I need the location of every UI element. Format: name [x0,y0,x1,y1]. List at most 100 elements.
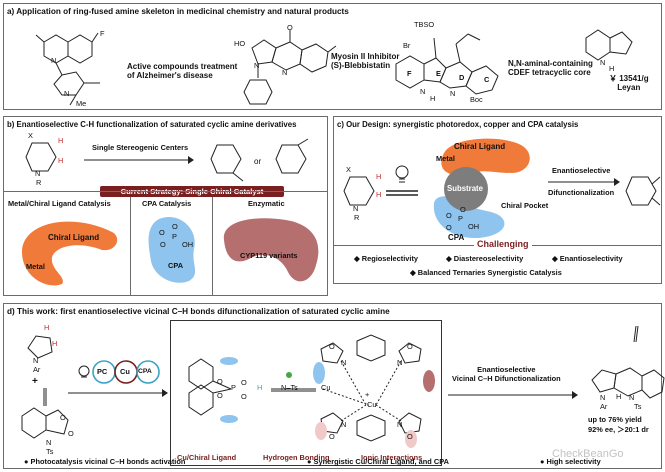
complex-n1: N [341,358,347,367]
catalyst-cpa: CPA [138,368,152,375]
panel-c-substrate-ring [343,176,375,206]
d-r1-h2: H [52,339,58,348]
complex-n2: N [397,358,403,367]
price-label: ￥ 13541/g Leyan [609,74,649,93]
d-r1-ar: Ar [33,365,41,374]
bullet-high-selectivity-text: High selectivity [546,457,601,466]
panel-b-col-divider-1 [130,197,131,295]
reaction-arrow-right [448,391,578,399]
ternary-complex-structure [188,334,435,448]
tricyclic-product [591,325,665,399]
cdef-atom-tbso: TBSO [414,20,435,29]
alzheimer-label: Active compounds treatment of Alzheimer'… [127,62,238,81]
cpa-shape [148,217,196,283]
enzymatic-title: Enzymatic [248,199,285,208]
catalyst-cu: Cu [120,367,130,376]
catalyst-cycles [92,360,160,384]
bullet-diastereoselectivity-text: Diastereoselectivity [453,254,524,263]
photo-light-icon [78,365,90,378]
c-cpa-label: CPA [448,233,465,242]
c-atom-r: R [354,213,360,222]
blebbistatin-label: Myosin II Inhibitor (S)-Blebbistatin [331,52,400,71]
bullet-synergistic: ● Synergistic Cu/Chiral Ligand, and CPA [307,457,449,466]
cdef-ring-e: E [436,69,441,78]
b-chiral-ligand-label: Chiral Ligand [48,233,100,242]
panel-a: a) Application of ring-fused amine skele… [3,3,662,110]
price-atom-n: N [600,58,606,67]
c-atom-n: N [353,204,359,213]
c-chiral-pocket-label: Chiral Pocket [501,201,549,210]
complex-o1: O [217,377,223,386]
difunctionalization-arrow [548,178,620,186]
b-cpa-o1: O [159,228,165,237]
c-cpa-p: P [458,214,463,223]
c-cpa-o2: O [446,223,452,232]
b-atom-r: R [36,178,42,187]
product-ar: Ar [600,402,608,411]
cpa-catalysis-title: CPA Catalysis [142,199,192,208]
bullet-photocatalysis-text: Photocatalysis vicinal C–H bonds activat… [30,457,186,466]
chiral-ligand-shape [22,221,118,286]
yield-label: up to 76% yield [588,415,642,424]
panel-b-substrate-ring [25,142,57,172]
product-h: H [616,392,622,401]
complex-o2: O [217,391,223,400]
panel-d-title: d) This work: first enantioselective vic… [7,307,390,316]
c-arrow-bottom: Difunctionalization [548,188,615,197]
panel-b-product-1 [210,144,244,182]
alz-atom-n: N [51,56,57,65]
metal-ligand-title: Metal/Chiral Ligand Catalysis [8,199,111,208]
bullet-synergistic-text: Synergistic Cu/Chiral Ligand, and CPA [313,457,449,466]
cdef-atom-boc: Boc [470,95,483,104]
c-cpa-o1: O [446,211,452,220]
b-cpa-o2: O [160,240,166,249]
ee-dr-label: 92% ee, ＞20:1 dr [588,425,649,434]
complex-o7: O [329,432,335,441]
complex-o8: O [407,432,413,441]
cdef-ring-c: C [484,75,490,84]
alzheimer-compound-structure [35,32,100,106]
cdef-atom-br: Br [403,41,411,50]
c-arrow-top: Enantioselective [552,166,611,175]
complex-o4: O [241,392,247,401]
bullet-enantioselectivity: ◆ Enantioselectivity [552,254,623,263]
ternary-complex-box: O P O O O H N–Ts Cu Cu + N N N N O O O O… [170,320,442,466]
c-atom-x: X [346,165,351,174]
panel-d: d) This work: first enantioselective vic… [3,303,665,469]
bullet-regioselectivity-text: Regioselectivity [361,254,419,263]
panel-b-product-2 [275,138,309,174]
d-r2-n: N [46,438,52,447]
alz-atom-n2: N [64,89,70,98]
watermark: CheckBeanGo [552,448,624,460]
single-stereocenter-arrow [84,156,194,164]
bullet-high-selectivity: ● High selectivity [540,457,601,466]
bullet-enantioselectivity-text: Enantioselectivity [559,254,623,263]
b-cpa-o3: O [172,222,178,231]
product-ts: Ts [634,402,642,411]
complex-o6: O [407,342,413,351]
enzyme-shape [223,218,319,282]
b-cpa-p: P [172,232,177,241]
c-substrate-label: Substrate [447,184,483,193]
single-stereocenter-label: Single Stereogenic Centers [92,143,189,152]
complex-cu1: Cu [321,383,331,392]
b-or: or [254,157,262,166]
panel-b-title: b) Enantioselective C-H functionalizatio… [7,120,297,129]
catalyst-pc: PC [97,367,108,376]
panel-c-product-ring [625,176,661,206]
complex-o5: O [329,342,335,351]
complex-o3: O [241,378,247,387]
complex-p: P [231,383,236,392]
bullet-balanced-ternaries-text: Balanced Ternaries Synergistic Catalysis [417,268,562,277]
b-metal-label: Metal [26,262,45,271]
price-atom-h: H [609,64,615,73]
complex-n3: N [341,420,347,429]
reaction-arrow-left [68,389,168,397]
design-catalyst-assembly [433,138,530,239]
c-atom-h1: H [376,172,382,181]
complex-h: H [257,383,263,392]
bleb-atom-o: O [287,23,293,32]
complex-cu2: Cu [367,400,377,409]
b-atom-h2: H [58,156,64,165]
light-bulb-icon [395,165,409,183]
